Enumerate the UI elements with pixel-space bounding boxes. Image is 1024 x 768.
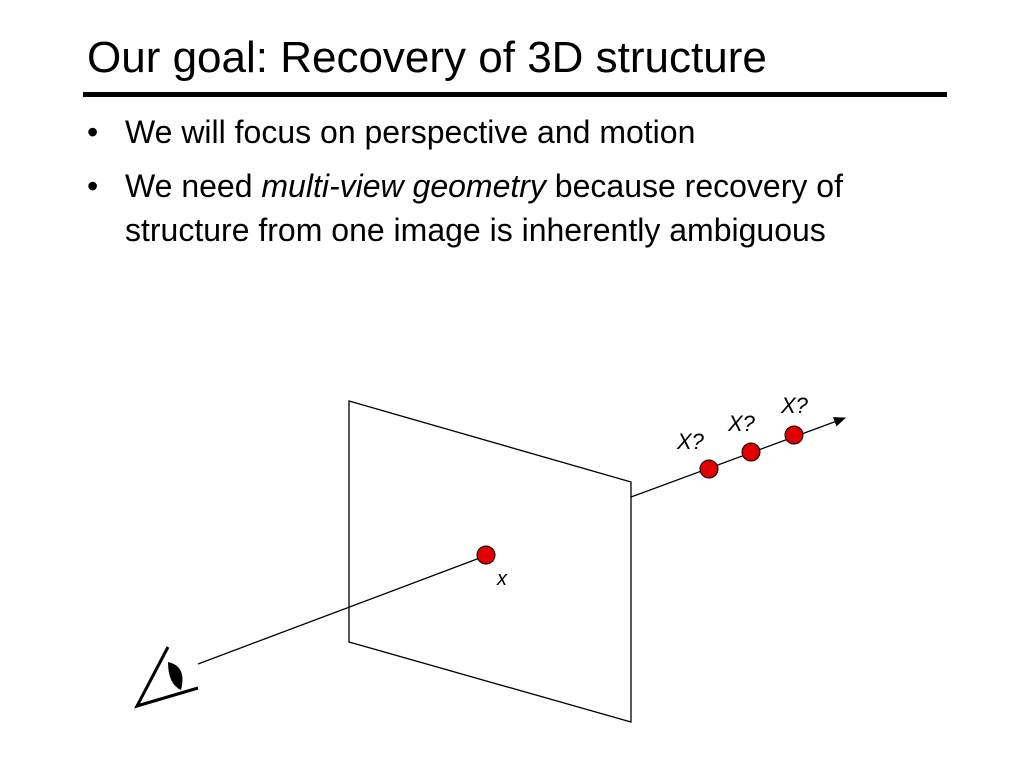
world-point-3 [784,425,804,445]
image-point-label: x [496,568,508,590]
viewing-ray-front [197,555,486,665]
world-point-1 [699,459,719,479]
bullet-text-2-start: We need [125,168,262,204]
bullet-dot-icon: • [87,114,99,150]
bullet-dot-icon: • [87,168,99,204]
world-point-2 [741,442,761,462]
world-point-label-1: X? [676,429,705,454]
bullet-list: • We will focus on perspective and motio… [84,110,874,262]
viewing-ray-back [630,417,846,498]
world-point-label-2: X? [727,411,756,436]
slide-title: Our goal: Recovery of 3D structure [87,33,767,82]
bullet-text-2-end: because recovery of structure from one i… [125,168,843,248]
world-point-label-3: X? [780,393,809,418]
bullet-text-1: We will focus on perspective and motion [125,114,696,150]
image-plane [348,400,632,723]
bullet-text-2-emphasis: multi-view geometry [261,168,546,204]
image-point [476,545,496,565]
bullet-item-1: • We will focus on perspective and motio… [84,110,874,154]
title-underline [83,92,947,97]
eye-icon [134,646,199,709]
bullet-item-2: • We need multi-view geometry because re… [84,164,874,252]
